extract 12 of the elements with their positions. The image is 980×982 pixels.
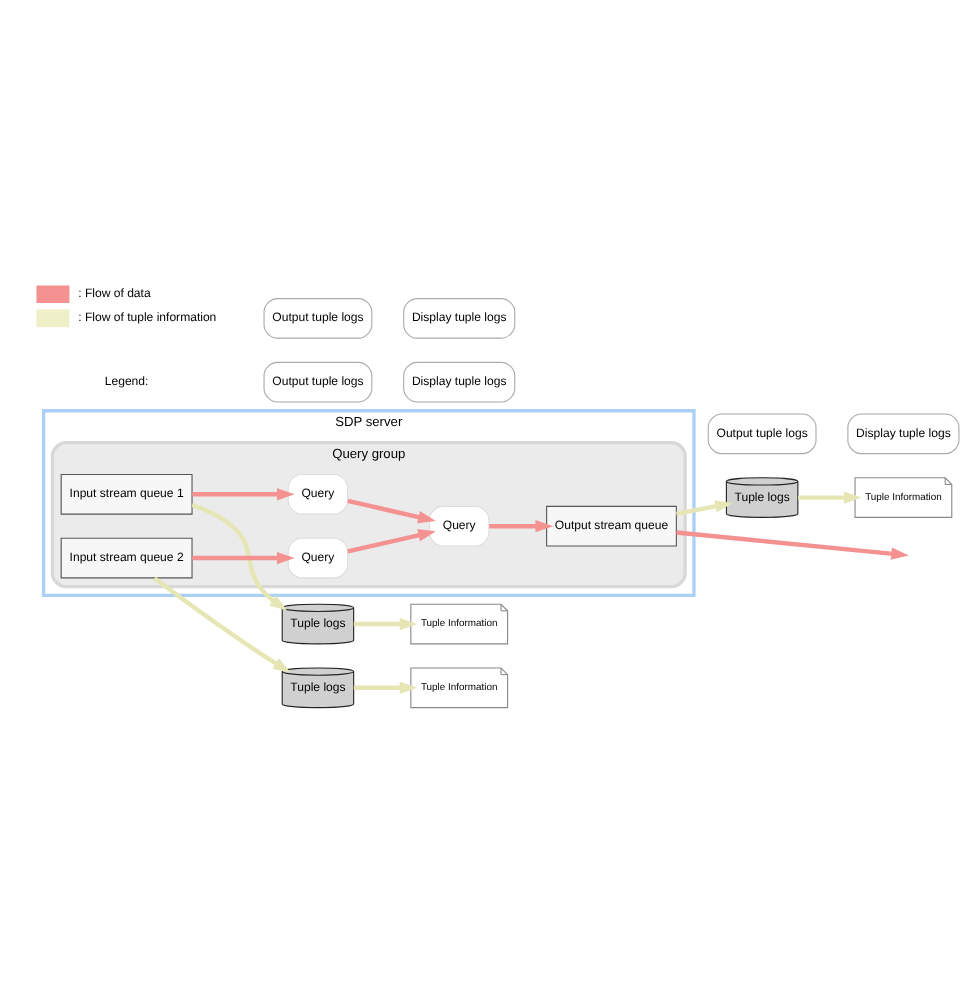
arrow (192, 551, 295, 565)
arrow (153, 576, 291, 673)
arrow (347, 498, 436, 524)
arrow (797, 491, 862, 504)
arrow (192, 488, 295, 501)
arrow (347, 529, 436, 554)
arrow (676, 530, 909, 560)
arrow (191, 502, 288, 611)
arrow (676, 500, 733, 517)
arrow (353, 617, 418, 631)
arrow (489, 520, 554, 533)
arrow (353, 681, 418, 694)
